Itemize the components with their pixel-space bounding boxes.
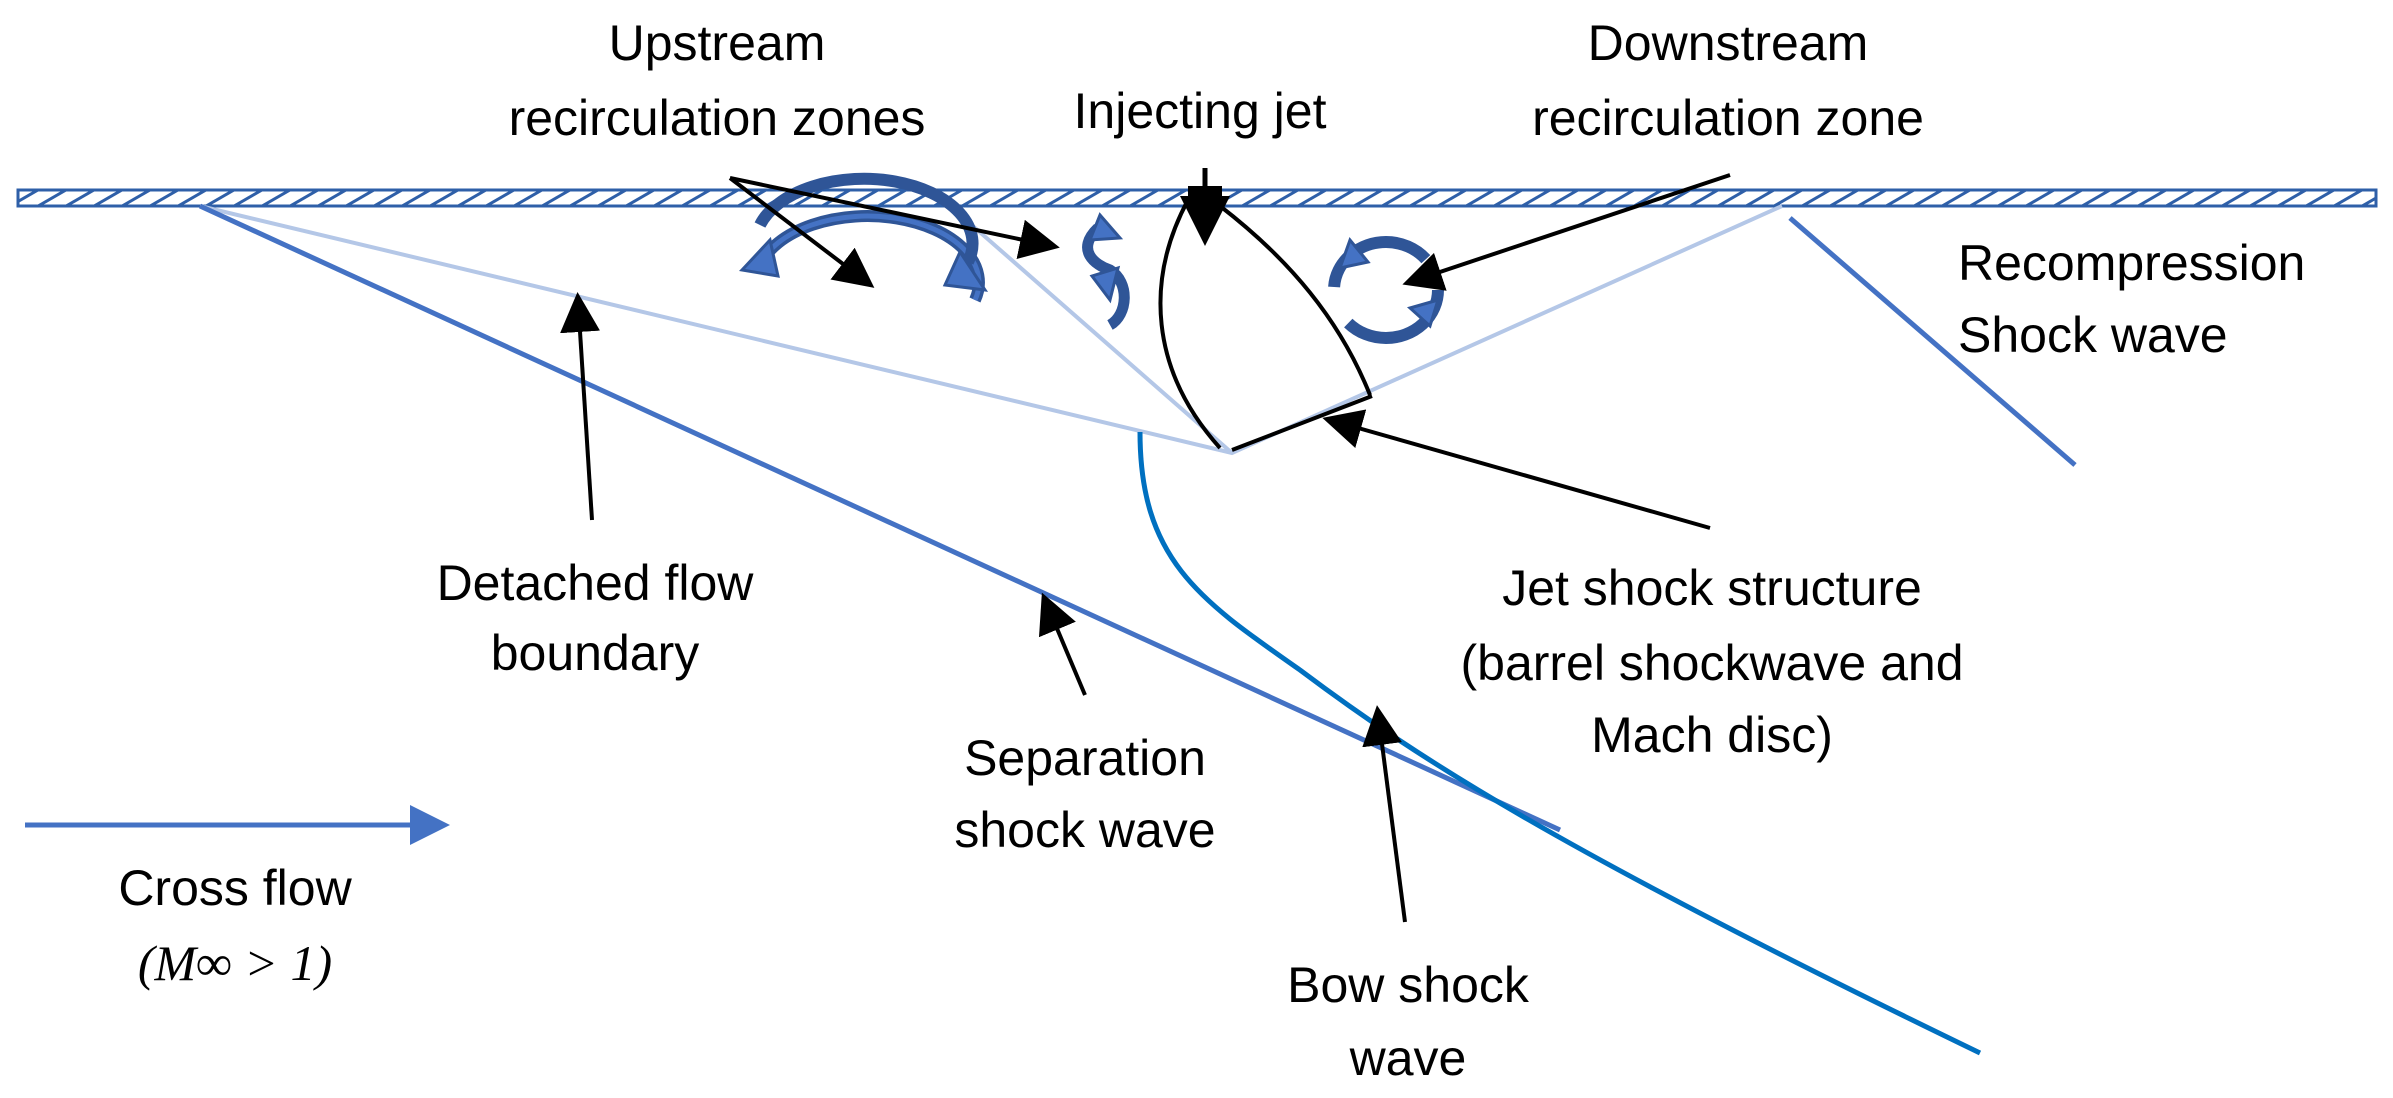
bow-shock-label-2: wave xyxy=(1349,1030,1467,1086)
injecting-jet-label: Injecting jet xyxy=(1074,83,1327,139)
recompression-label-1: Recompression xyxy=(1958,235,2305,291)
recompression-shock-line xyxy=(1788,216,2077,467)
jet-shock-label-3: Mach disc) xyxy=(1591,707,1833,763)
jet-shock-label-2: (barrel shockwave and xyxy=(1460,635,1963,691)
upstream-zones-label-1: Upstream xyxy=(609,15,826,71)
mach-disc-line xyxy=(1231,394,1373,452)
small-vortex-icon xyxy=(1082,212,1130,330)
arrow-jet-shock xyxy=(1322,409,1711,530)
arrow-downstream xyxy=(1402,173,1731,291)
cross-flow-label: Cross flow xyxy=(118,860,352,916)
mach-condition-label: (M∞ > 1) xyxy=(138,935,332,991)
separation-shock-label-2: shock wave xyxy=(954,802,1215,858)
separation-shock-line xyxy=(198,203,1562,833)
separation-shock-label-1: Separation xyxy=(964,730,1206,786)
bow-shock-curve xyxy=(1137,431,1982,1056)
downstream-zone-label-1: Downstream xyxy=(1588,15,1869,71)
detached-boundary-label-2: boundary xyxy=(491,625,700,681)
downstream-zone-label-2: recirculation zone xyxy=(1532,90,1924,146)
arrow-upstream-small xyxy=(729,176,1060,259)
jet-nozzle-icon xyxy=(1180,168,1230,246)
recompression-label-2: Shock wave xyxy=(1958,307,2228,363)
upstream-zones-label-2: recirculation zones xyxy=(509,90,926,146)
arrow-upstream-large xyxy=(728,176,875,288)
downstream-vortex-icon xyxy=(1328,236,1444,344)
bow-shock-label-1: Bow shock xyxy=(1287,957,1530,1013)
annotation-arrows xyxy=(560,173,1731,923)
arrow-bow-shock xyxy=(1362,705,1407,923)
recirculation-divider-line xyxy=(948,204,1234,455)
detached-boundary-label-1: Detached flow xyxy=(437,555,755,611)
arrow-separation-shock xyxy=(1038,592,1087,696)
upstream-vortex-icon xyxy=(738,172,989,303)
jet-shock-label-1: Jet shock structure xyxy=(1502,560,1922,616)
jet-barrel-shock xyxy=(1158,199,1373,452)
arrow-detached-boundary xyxy=(560,292,600,521)
